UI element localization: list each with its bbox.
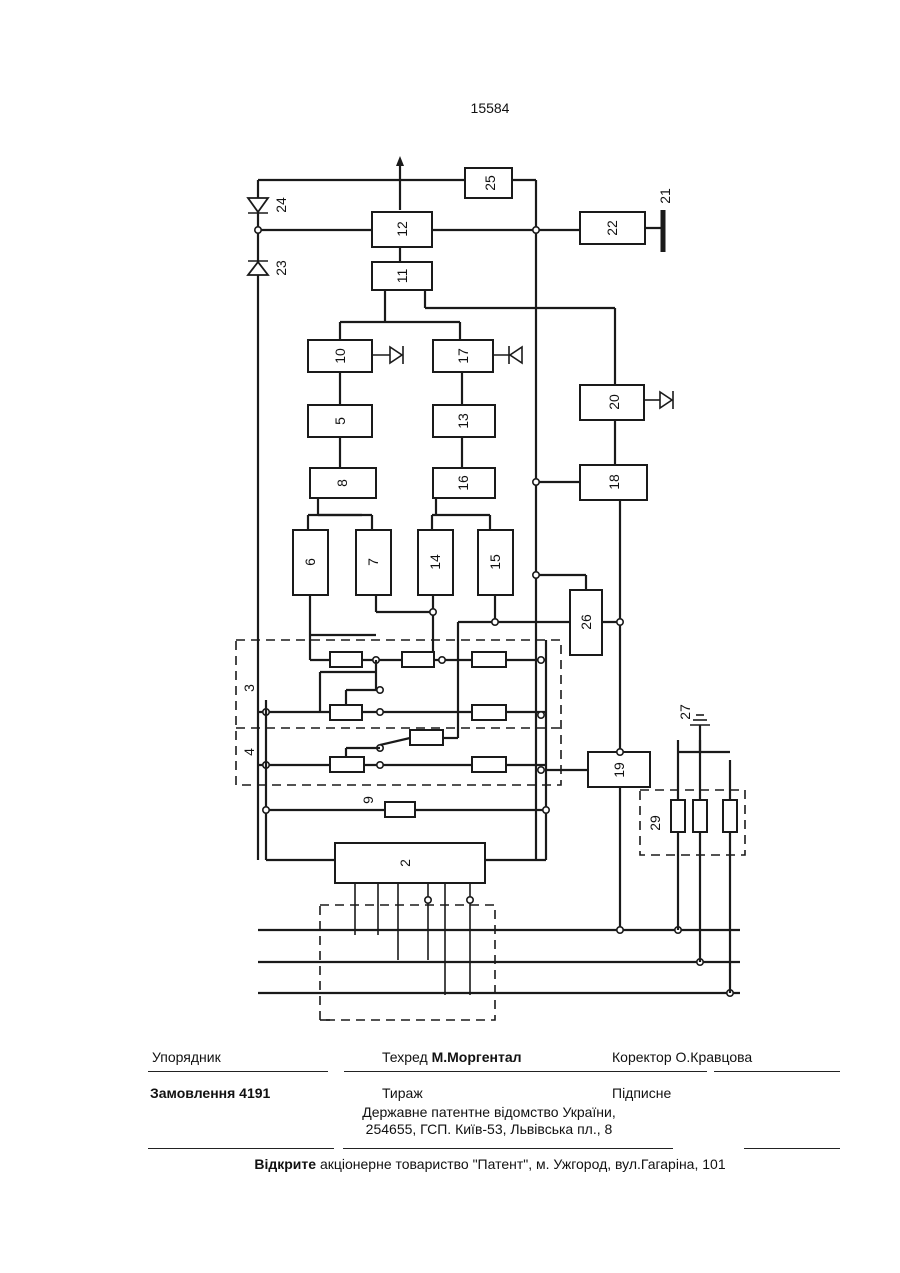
label-14: 14 [427, 554, 443, 570]
label-2: 2 [397, 859, 413, 867]
label-11: 11 [394, 269, 410, 284]
label-4: 4 [241, 748, 257, 756]
label-3: 3 [241, 684, 257, 692]
label-24: 24 [273, 197, 289, 213]
publisher: Відкрите акціонерне товариство "Патент",… [0, 1156, 900, 1172]
label-7: 7 [365, 558, 381, 566]
label-15: 15 [487, 554, 503, 570]
label-20: 20 [606, 394, 622, 410]
publisher-rest: акціонерне товариство "Патент", м. Ужгор… [316, 1156, 726, 1172]
tech-editor-label: Техред [382, 1049, 428, 1065]
label-16: 16 [455, 475, 471, 491]
label-22: 22 [604, 220, 620, 236]
label-19: 19 [611, 762, 627, 778]
signature-line-2 [344, 1071, 707, 1072]
compiler-label: Упорядник [152, 1049, 221, 1065]
signature-line-3 [714, 1071, 840, 1072]
tech-editor: Техред М.Моргентал [382, 1049, 522, 1065]
signature-line-1 [148, 1071, 328, 1072]
rule-right [744, 1148, 840, 1149]
circulation: Тираж [382, 1085, 423, 1101]
label-23: 23 [273, 260, 289, 276]
label-18: 18 [606, 474, 622, 490]
label-17: 17 [455, 348, 471, 364]
label-25: 25 [482, 175, 498, 191]
rule-mid [343, 1148, 673, 1149]
subscription: Підписне [612, 1085, 671, 1101]
label-26: 26 [578, 614, 594, 630]
label-21: 21 [657, 188, 673, 204]
label-27: 27 [677, 704, 693, 720]
rule-left [148, 1148, 334, 1149]
office-line-2: 254655, ГСП. Київ-53, Львівська пл., 8 [0, 1121, 900, 1137]
label-6: 6 [302, 558, 318, 566]
label-13: 13 [455, 413, 471, 429]
tech-editor-name: М.Моргентал [432, 1049, 522, 1065]
label-12: 12 [394, 221, 410, 237]
label-5: 5 [332, 417, 348, 425]
office-line-1: Державне патентне відомство України, [0, 1104, 900, 1120]
label-10: 10 [332, 348, 348, 364]
order-number: Замовлення 4191 [150, 1085, 270, 1101]
label-9: 9 [360, 796, 376, 804]
publisher-bold: Відкрите [254, 1156, 316, 1172]
corrector: Коректор О.Кравцова [612, 1049, 752, 1065]
label-8: 8 [334, 479, 350, 487]
label-29: 29 [647, 815, 663, 831]
